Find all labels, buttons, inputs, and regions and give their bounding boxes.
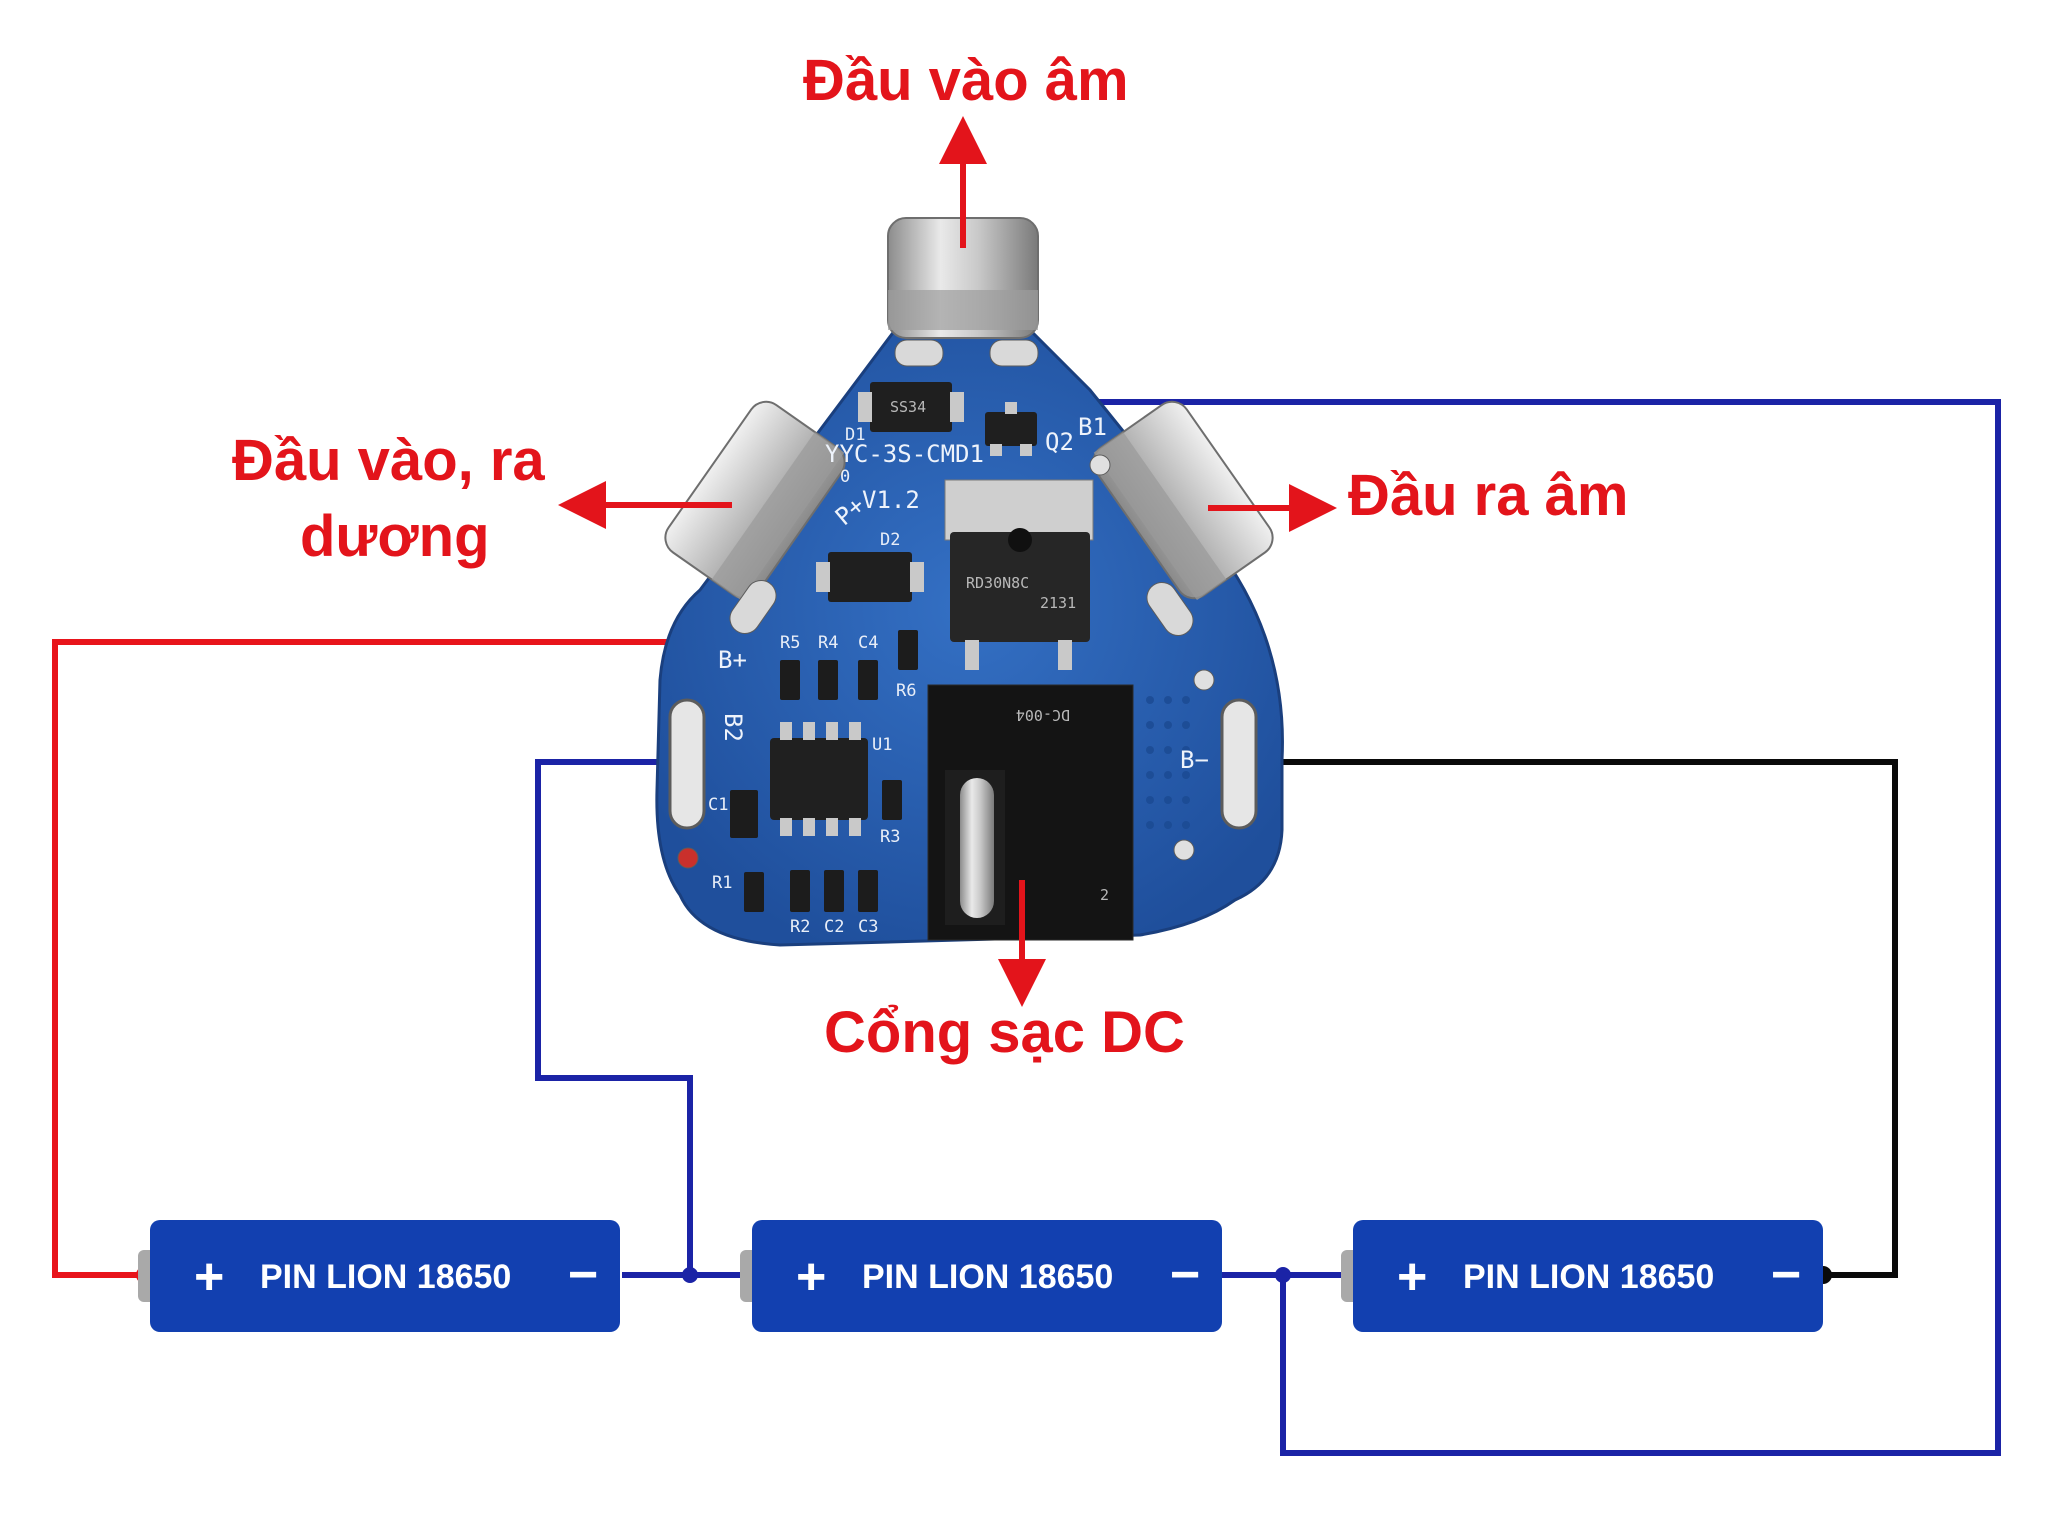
label-positive-io-line1: Đầu vào, ra — [232, 428, 545, 493]
label-negative-input: Đầu vào âm — [803, 48, 1129, 113]
pad-slot — [1146, 582, 1194, 636]
silk-model: YYC-3S-CMD1 — [825, 440, 984, 468]
battery-label: PIN LION 18650 — [1463, 1258, 1714, 1296]
silk-c4: C4 — [858, 633, 878, 653]
mosfet-marking: RD30N8C — [966, 574, 1029, 592]
dc-jack-marking: DC-004 — [1016, 706, 1070, 724]
silk-r3: R3 — [880, 827, 900, 847]
battery-2: + PIN LION 18650 − — [740, 1220, 1222, 1332]
silk-c3: C3 — [858, 917, 878, 937]
diode-d2 — [828, 552, 912, 602]
junction-dot — [1275, 1267, 1291, 1283]
pad-b2-slot — [668, 698, 706, 830]
battery-minus-sign: − — [568, 1246, 598, 1304]
dc-jack-pin: 2 — [1100, 886, 1109, 904]
label-positive-io-line2: dương — [300, 504, 490, 569]
wire-red-bplus — [52, 639, 690, 1278]
wire-blue-b2 — [535, 759, 693, 1275]
silk-r1: R1 — [712, 873, 732, 893]
pad-bminus-slot — [1220, 698, 1258, 830]
mosfet: RD30N8C 2131 — [944, 479, 1094, 670]
tab-positive-io — [664, 400, 846, 601]
wire-black-bminus — [1232, 759, 1898, 1278]
battery-plus-sign: + — [796, 1248, 826, 1306]
mounting-hole — [1193, 669, 1215, 691]
silk-d2: D2 — [880, 530, 900, 550]
silk-c1: C1 — [708, 795, 728, 815]
silk-r5: R5 — [780, 633, 800, 653]
diode-marking: SS34 — [890, 398, 926, 416]
tab-negative-input — [887, 217, 1039, 367]
silk-r6: R6 — [896, 681, 916, 701]
silk-bminus: B− — [1180, 746, 1209, 774]
wire-blue-b1 — [1075, 399, 2001, 1456]
dc-jack: DC-004 2 — [927, 684, 1134, 941]
silkscreen: YYC-3S-CMD1 0 V1.2 B1 Q2 D1 D2 P+ B+ B− … — [708, 413, 1209, 937]
bms-board: SS34 RD30N8C 2131 — [655, 217, 1284, 947]
silk-u1: U1 — [872, 735, 892, 755]
battery-minus-sign: − — [1771, 1246, 1801, 1304]
label-negative-output: Đầu ra âm — [1348, 463, 1628, 528]
battery-minus-sign: − — [1170, 1246, 1200, 1304]
transistor-q2 — [985, 412, 1037, 446]
mounting-hole — [677, 847, 699, 869]
battery-body — [1353, 1220, 1823, 1332]
silk-c2: C2 — [824, 917, 844, 937]
silk-r2: R2 — [790, 917, 810, 937]
battery-label: PIN LION 18650 — [260, 1258, 511, 1296]
silk-model-suffix: 0 — [840, 467, 850, 487]
silk-r4: R4 — [818, 633, 838, 653]
battery-plus-sign: + — [194, 1248, 224, 1306]
battery-1: + PIN LION 18650 − — [138, 1220, 620, 1332]
battery-plus-sign: + — [1397, 1248, 1427, 1306]
tab-negative-output — [1092, 400, 1274, 601]
junction-dot — [682, 1267, 698, 1283]
battery-body — [752, 1220, 1222, 1332]
battery-body — [150, 1220, 620, 1332]
silk-b2: B2 — [719, 713, 747, 742]
silk-bplus: B+ — [718, 646, 747, 674]
smd-components — [730, 630, 918, 912]
silk-d1: D1 — [845, 425, 865, 445]
callout-labels: Đầu vào âm Đầu vào, ra dương Đầu ra âm C… — [232, 48, 1628, 1065]
battery-label: PIN LION 18650 — [862, 1258, 1113, 1296]
mounting-hole — [1173, 839, 1195, 861]
mounting-hole — [1089, 454, 1111, 476]
silk-q2: Q2 — [1045, 428, 1074, 456]
label-dc-port: Cổng sạc DC — [824, 1000, 1185, 1065]
diode-d1 — [870, 382, 952, 432]
callout-arrows — [558, 116, 1337, 1007]
silk-version: V1.2 — [862, 486, 920, 514]
mosfet-code: 2131 — [1040, 594, 1076, 612]
battery-3: + PIN LION 18650 − — [1341, 1220, 1823, 1332]
silk-b1: B1 — [1078, 413, 1107, 441]
via-dots — [1146, 696, 1190, 829]
pad-slot — [729, 580, 777, 634]
ic-u1 — [770, 722, 868, 836]
